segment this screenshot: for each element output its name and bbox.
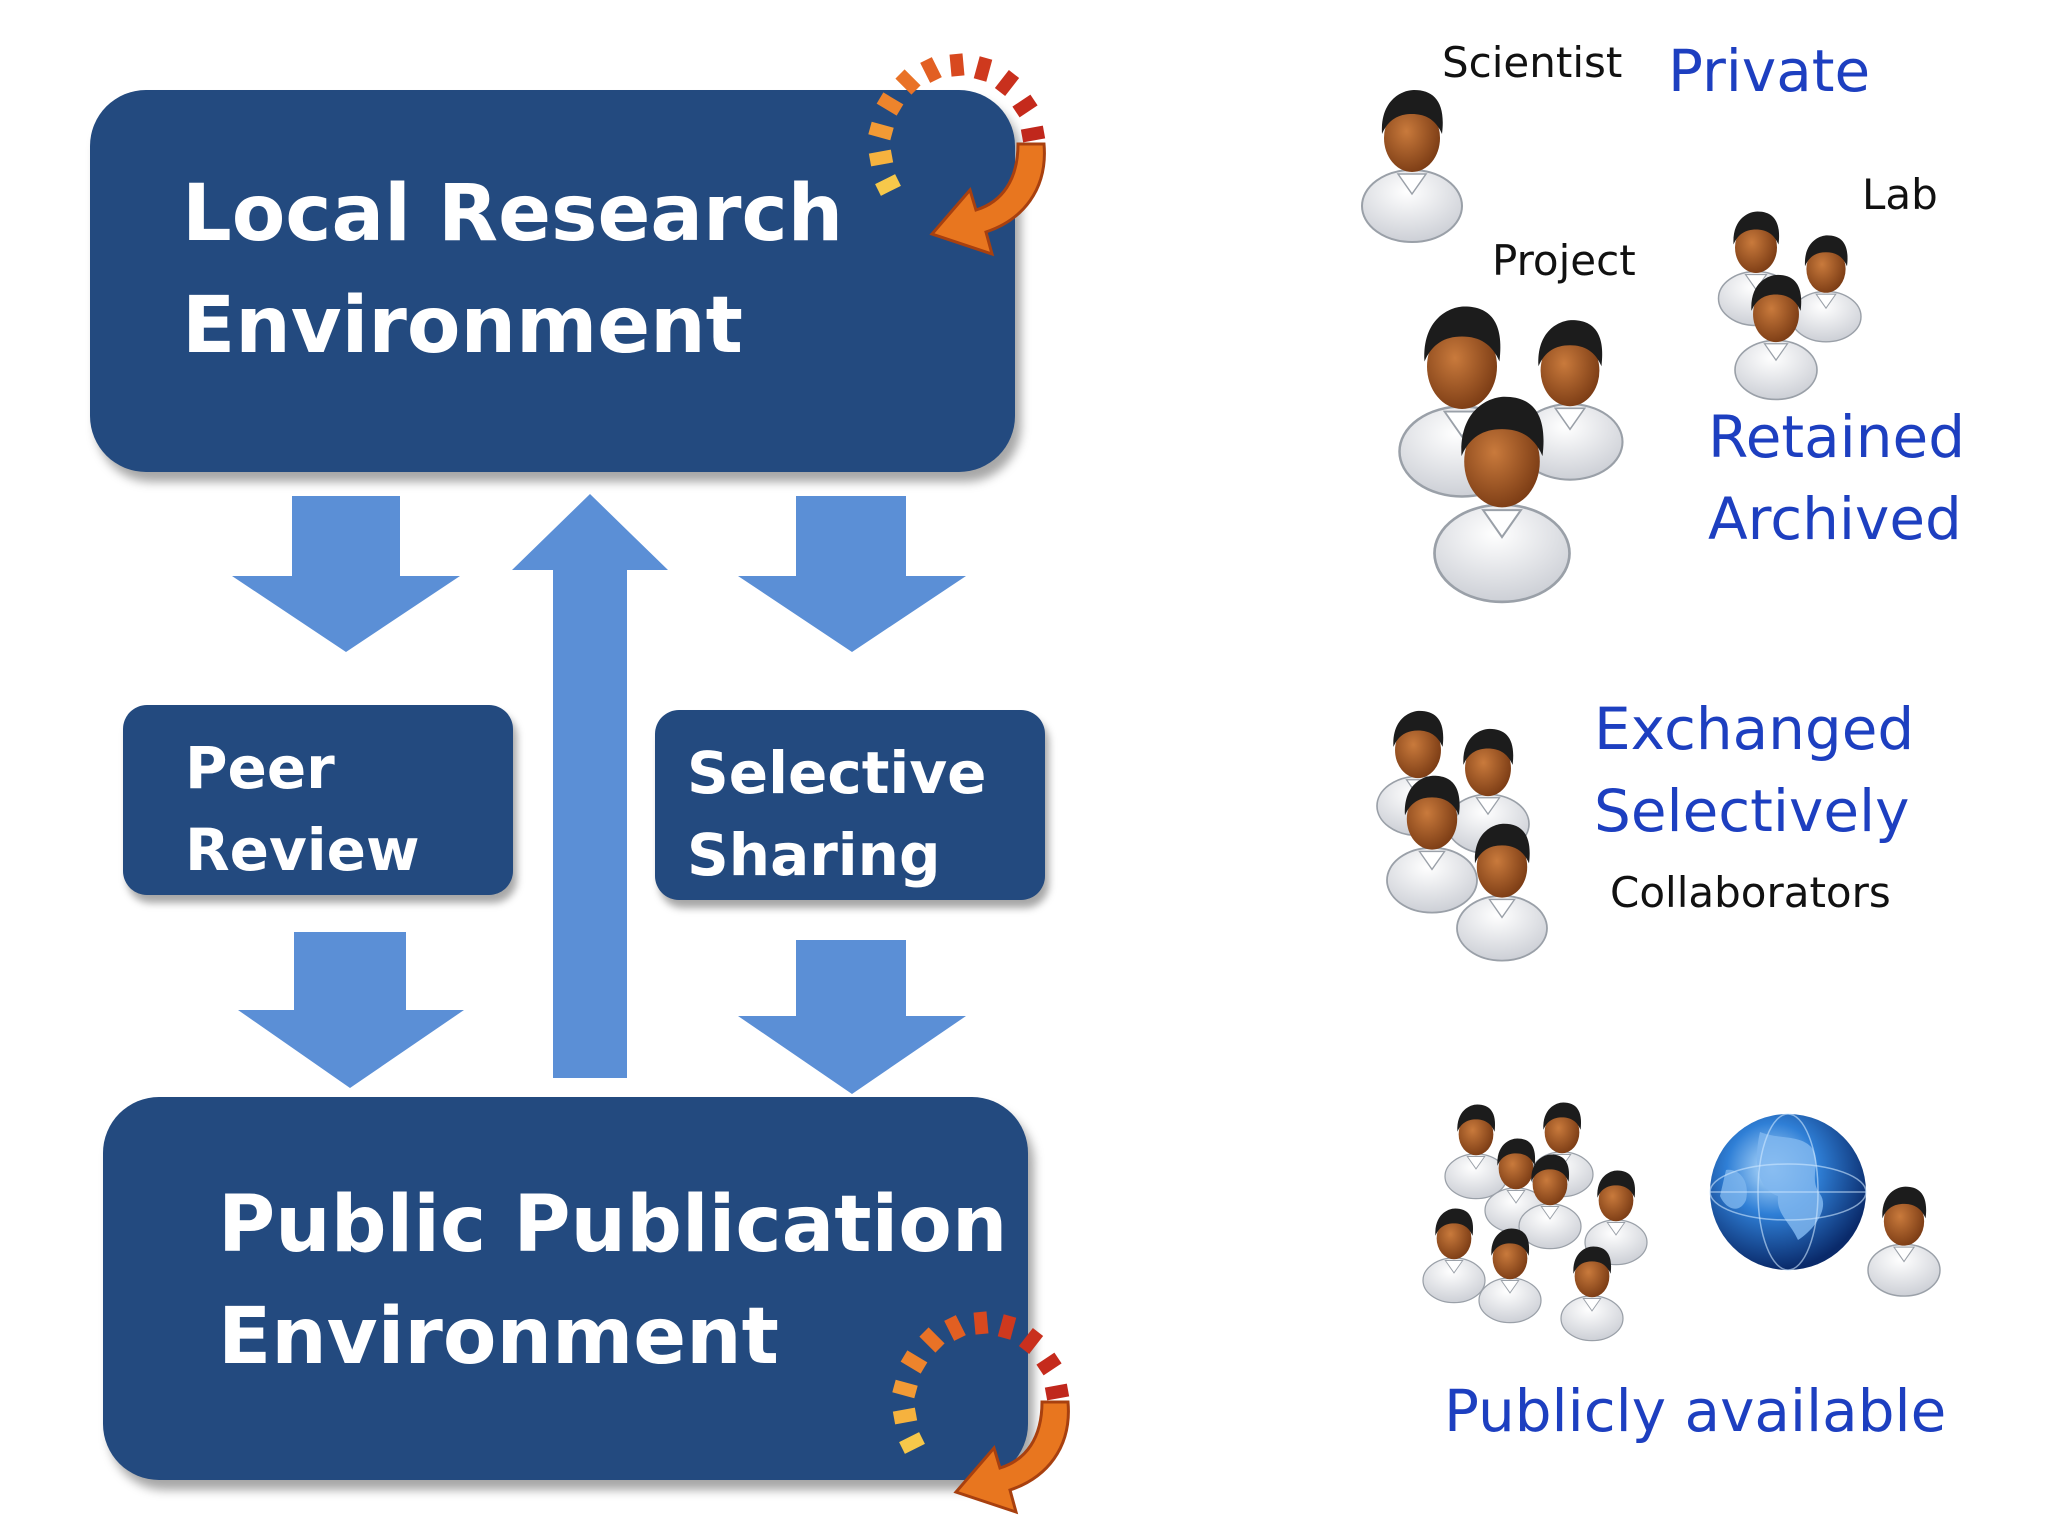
local-box-line1: Local Research [182, 169, 844, 259]
private-label: Private [1668, 37, 1871, 105]
peer-box-line1: Peer [185, 734, 335, 802]
local-box-line2: Environment [182, 281, 743, 371]
peer-box-line2: Review [185, 816, 420, 884]
scientist-person-icon [1361, 89, 1463, 243]
peer-review-box: Peer Review [123, 705, 513, 895]
globe-icon [1709, 1113, 1867, 1271]
publicly-available-label: Publicly available [1444, 1377, 1947, 1445]
public-publication-environment-box: Public Publication Environment [103, 1097, 1028, 1480]
project-label: Project [1492, 236, 1636, 285]
retained-label: Retained [1708, 403, 1966, 471]
arrow-down-local-to-peer [232, 496, 460, 652]
exchanged-selectively-label: Exchanged Selectively [1594, 688, 1914, 852]
selective-sharing-box: Selective Sharing [655, 710, 1045, 900]
selective-box-line2: Sharing [687, 821, 941, 889]
public-cycle-arrow-icon [860, 1288, 1100, 1528]
arrow-down-peer-to-public [238, 932, 464, 1088]
collaborators-group-icon [1376, 710, 1548, 962]
public-box-line1: Public Publication [218, 1180, 1008, 1270]
collaborators-label: Collaborators [1610, 868, 1891, 917]
scientist-label: Scientist [1442, 38, 1623, 87]
project-group-icon [1398, 305, 1624, 604]
public-box-line2: Environment [218, 1292, 779, 1382]
archived-label: Archived [1708, 485, 1962, 553]
lab-label: Lab [1862, 170, 1938, 219]
public-crowd-icon [1422, 1101, 1648, 1342]
arrow-up-public-to-local [512, 494, 668, 1078]
globe-side-person-icon [1867, 1185, 1941, 1297]
lab-group-icon [1717, 210, 1862, 401]
arrow-down-local-to-selective [738, 496, 966, 652]
flow-arrows [232, 494, 966, 1094]
local-cycle-arrow-icon [836, 30, 1076, 270]
exchanged-label: Exchanged [1594, 695, 1915, 763]
local-research-environment-box: Local Research Environment [90, 90, 1015, 472]
selective-box-line1: Selective [687, 739, 987, 807]
selectively-label: Selectively [1594, 777, 1910, 845]
arrow-down-selective-to-public [738, 940, 966, 1094]
retained-archived-label: Retained Archived [1708, 396, 1965, 560]
